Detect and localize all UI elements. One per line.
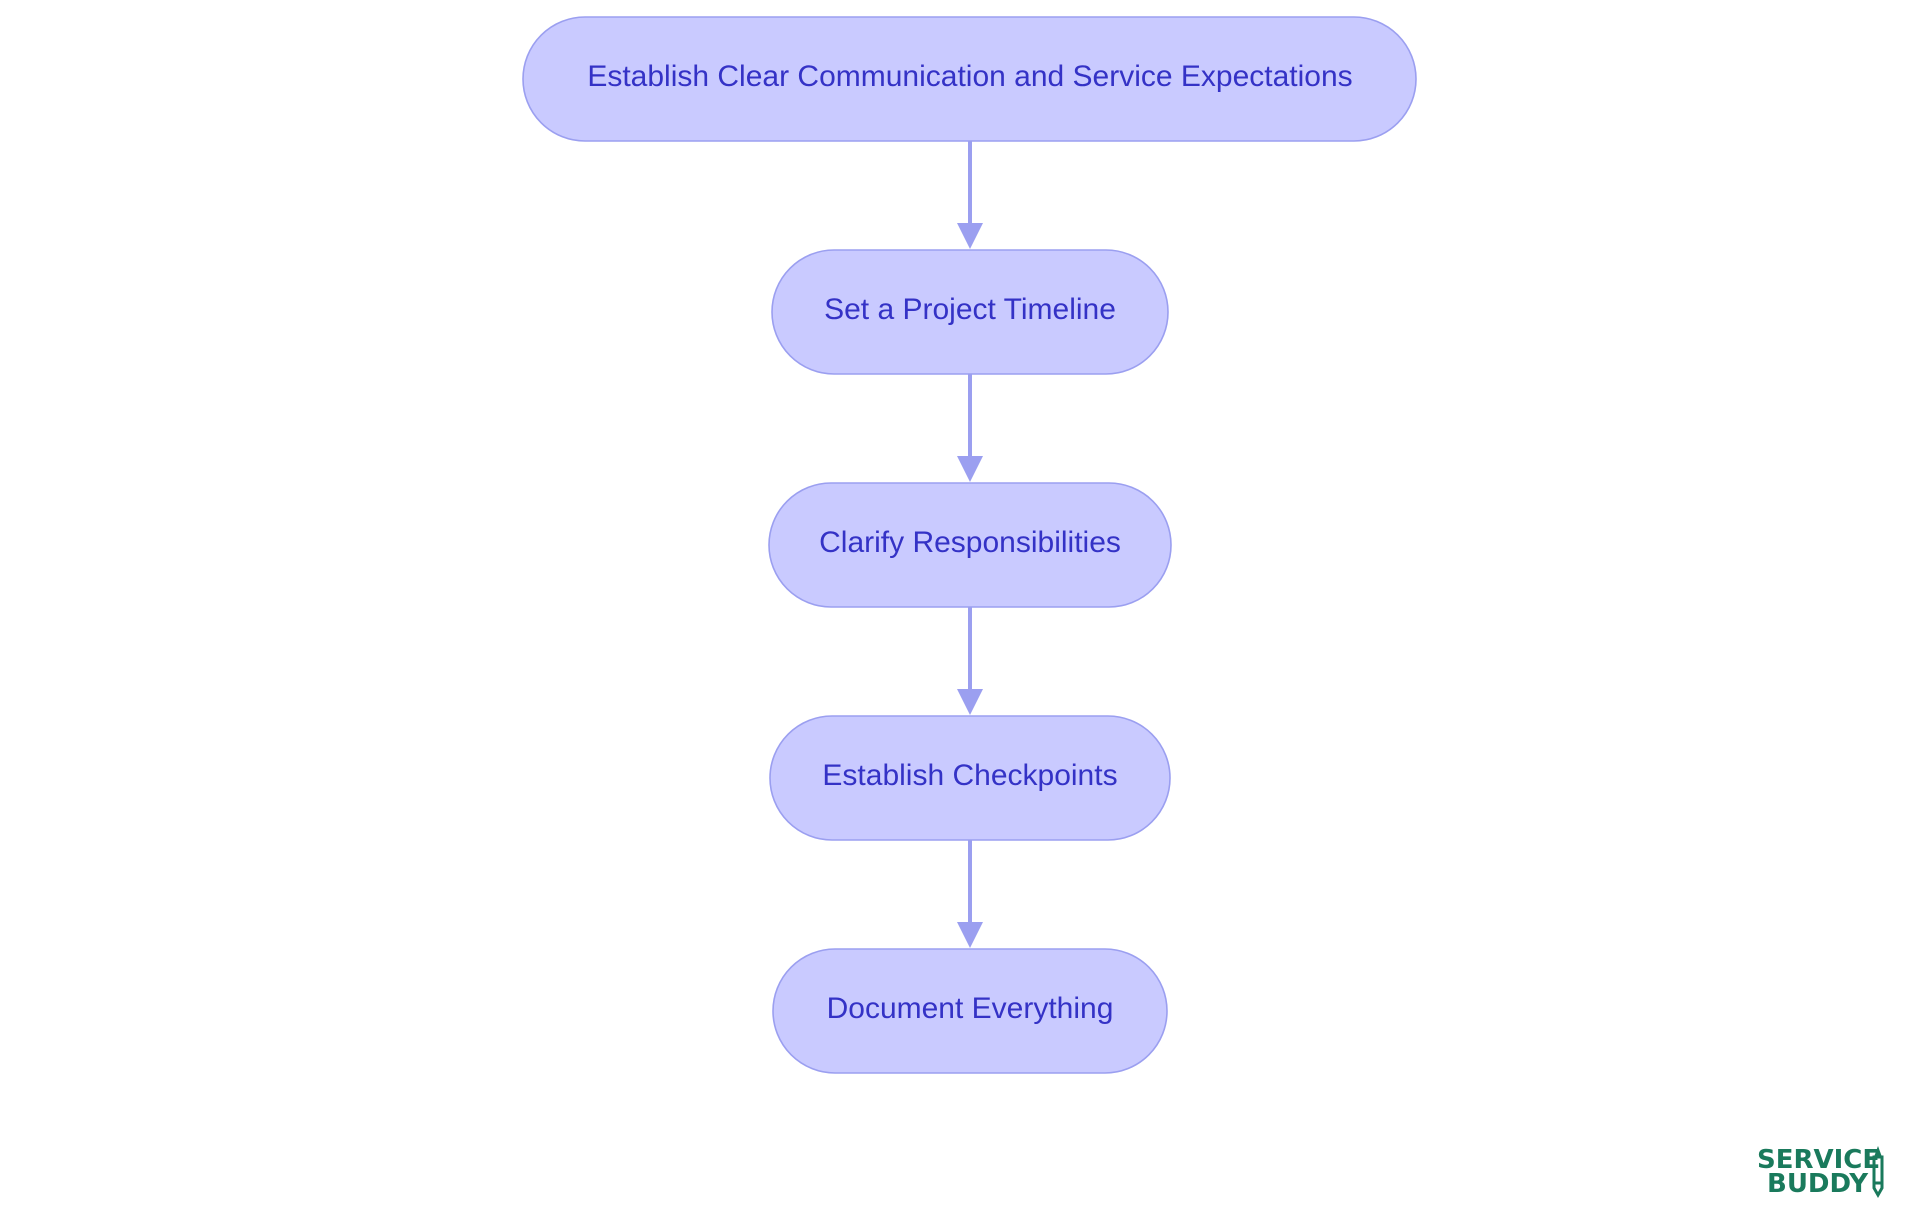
edge-n4-n5 xyxy=(957,840,983,948)
edge-n3-n4 xyxy=(957,607,983,715)
node-establish-communication[interactable]: Establish Clear Communication and Servic… xyxy=(522,16,1417,142)
node-label: Document Everything xyxy=(827,992,1114,1025)
node-label: Clarify Responsibilities xyxy=(819,526,1121,559)
edges xyxy=(957,141,983,948)
edge-n1-n2 xyxy=(957,141,983,249)
node-document-everything[interactable]: Document Everything xyxy=(772,948,1168,1074)
service-buddy-logo: SERVICE BUDDY xyxy=(1757,1145,1884,1199)
node-clarify-responsibilities[interactable]: Clarify Responsibilities xyxy=(768,482,1172,608)
edge-n2-n3 xyxy=(957,374,983,482)
logo-line-1: SERVICE xyxy=(1757,1145,1880,1175)
node-label: Set a Project Timeline xyxy=(824,293,1116,326)
node-label: Establish Clear Communication and Servic… xyxy=(587,60,1352,93)
pencil-icon xyxy=(1872,1146,1884,1199)
nodes: Establish Clear Communication and Servic… xyxy=(522,16,1417,1074)
node-establish-checkpoints[interactable]: Establish Checkpoints xyxy=(769,715,1171,841)
node-label: Establish Checkpoints xyxy=(822,759,1117,792)
node-set-project-timeline[interactable]: Set a Project Timeline xyxy=(771,249,1169,375)
logo-line-2: BUDDY xyxy=(1767,1169,1869,1199)
